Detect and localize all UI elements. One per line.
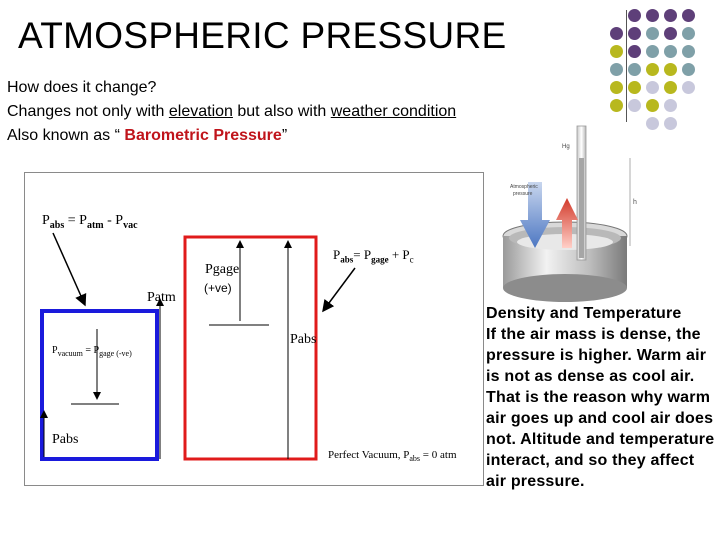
pgage-label: Pgage [205,262,240,277]
gage-region-box [183,235,318,461]
weather-term: weather condition [330,103,457,120]
density-body: If the air mass is dense, the pressure i… [486,326,715,490]
decorative-divider [626,10,627,122]
intro-line-1: How does it change? [7,79,157,96]
pgage-sign-label: (+ve) [204,281,232,295]
perfect-vacuum-label: Perfect Vacuum, Pabs = 0 atm [328,449,457,464]
formula-top: Pabs = Patm - Pvac [42,213,138,231]
mercury-arrow [556,198,578,248]
svg-text:h: h [633,199,637,206]
svg-text:Atmospheric: Atmospheric [510,184,538,190]
pvacuum-label: Pvacuum = Pgage (-ve) [52,345,132,358]
pabs-right-label: Pabs [290,332,317,347]
pabs-left-label: Pabs [52,432,79,447]
intro-text: How does it change? Changes not only wit… [7,76,456,148]
vacuum-region-box [40,309,159,461]
formula-right-pointer [322,267,356,313]
atmospheric-arrow [520,182,550,248]
barometer-svg: h Hg Atmospheric pressure [502,125,637,302]
barometer-illustration: h Hg Atmospheric pressure [480,120,662,320]
intro-line-2: Changes not only with elevation but also… [7,103,457,120]
density-heading: Density and Temperature [486,305,682,322]
elevation-term: elevation [168,103,233,120]
patm-label: Patm [147,290,176,305]
pressure-diagram: Pabs = Patm - Pvac Pabs= Pgage + Pc Pgag… [24,172,484,486]
intro-line-3: Also known as “ Barometric Pressure” [7,127,288,144]
svg-text:pressure: pressure [513,191,533,197]
density-temperature-text: Density and Temperature If the air mass … [486,303,718,492]
formula-left-pointer [52,232,87,307]
slide-title: ATMOSPHERIC PRESSURE [18,15,507,56]
svg-text:Hg: Hg [562,144,570,150]
pressure-diagram-svg [40,232,356,461]
formula-right: Pabs= Pgage + Pc [333,247,414,265]
barometric-pressure-term: Barometric Pressure [124,127,282,144]
